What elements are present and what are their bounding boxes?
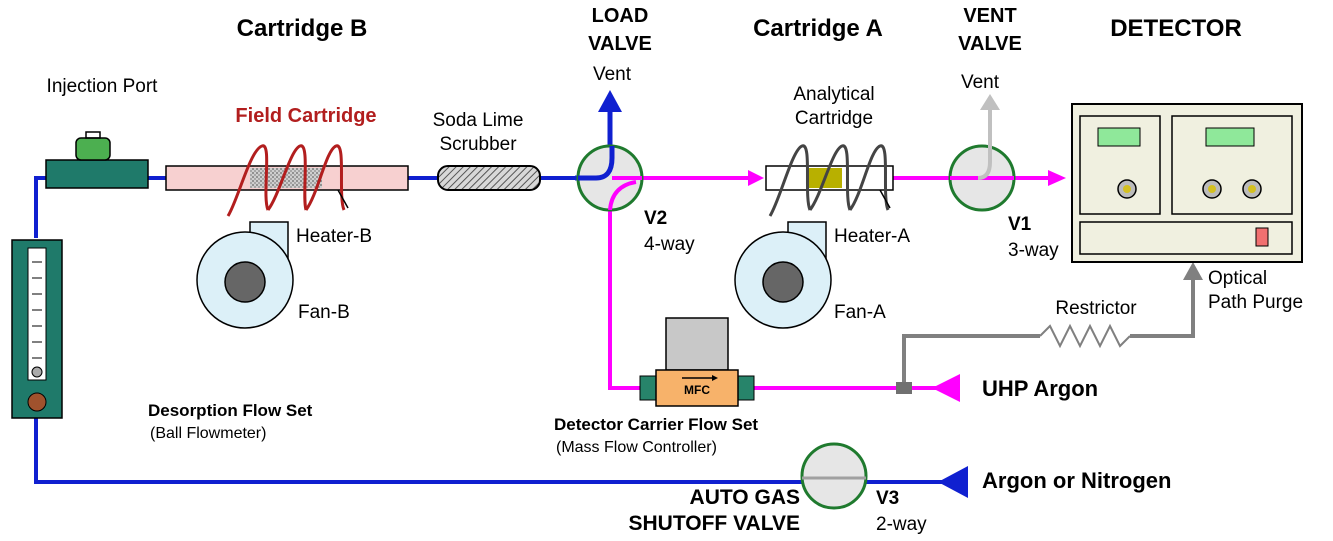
tee-junction <box>896 382 912 394</box>
valve-v3 <box>800 442 868 510</box>
label-auto-gas-1: AUTO GAS <box>690 486 800 509</box>
magenta-arrow-analytical <box>748 170 764 186</box>
label-vent-v1: Vent <box>961 72 1000 93</box>
label-v1: V1 <box>1008 214 1032 235</box>
label-fan-a: Fan-A <box>834 302 886 323</box>
title-load-valve-1: LOAD <box>592 5 649 27</box>
label-heater-a: Heater-A <box>834 226 910 247</box>
heater-a-coil <box>768 144 890 217</box>
label-desorption-2: (Ball Flowmeter) <box>150 425 266 442</box>
vent-v1-arrow <box>980 94 1000 110</box>
argon-nitrogen-arrow <box>938 466 968 498</box>
label-detector-flow-2: (Mass Flow Controller) <box>556 439 717 456</box>
fan-b <box>196 221 294 329</box>
label-optical-1: Optical <box>1208 268 1267 289</box>
injection-port <box>45 131 149 189</box>
magenta-arrow-detector <box>1048 170 1066 186</box>
title-vent-valve-1: VENT <box>963 5 1016 27</box>
label-v3-type: 2-way <box>876 514 927 535</box>
label-argon-nitrogen: Argon or Nitrogen <box>982 468 1171 493</box>
label-v2-type: 4-way <box>644 234 695 255</box>
title-cartridge-b: Cartridge B <box>237 15 368 42</box>
label-soda-lime-1: Soda Lime <box>433 110 524 131</box>
mass-flow-controller <box>639 317 755 407</box>
label-injection-port: Injection Port <box>47 76 159 97</box>
vent-v2-arrow <box>598 90 622 112</box>
optical-purge-arrow <box>1183 262 1203 280</box>
label-v2: V2 <box>644 208 667 229</box>
title-cartridge-a: Cartridge A <box>753 15 883 42</box>
heater-b-coil <box>226 144 346 217</box>
valve-v2 <box>576 144 644 212</box>
label-optical-2: Path Purge <box>1208 292 1303 313</box>
label-desorption-1: Desorption Flow Set <box>148 401 313 420</box>
valve-v1 <box>948 110 1016 212</box>
label-fan-b: Fan-B <box>298 302 350 323</box>
label-vent-v2: Vent <box>593 64 632 85</box>
title-detector: DETECTOR <box>1110 15 1242 42</box>
label-heater-b: Heater-B <box>296 226 372 247</box>
title-load-valve-2: VALVE <box>588 33 652 55</box>
label-field-cartridge: Field Cartridge <box>235 105 376 127</box>
label-detector-flow-1: Detector Carrier Flow Set <box>554 415 758 434</box>
label-analytical-2: Cartridge <box>795 108 873 129</box>
uhp-argon-arrow <box>932 374 960 402</box>
label-v1-type: 3-way <box>1008 240 1059 261</box>
heater-b-leader <box>337 189 349 209</box>
detector <box>1071 103 1303 263</box>
label-restrictor: Restrictor <box>1055 298 1137 319</box>
title-vent-valve-2: VALVE <box>958 33 1022 55</box>
gray-purge-line <box>902 276 1195 388</box>
ball-flowmeter <box>11 239 63 419</box>
label-mfc: MFC <box>684 383 710 397</box>
label-v3: V3 <box>876 488 899 509</box>
label-analytical-1: Analytical <box>793 84 874 105</box>
label-auto-gas-2: SHUTOFF VALVE <box>628 512 800 535</box>
heater-a-leader <box>879 189 891 209</box>
soda-lime-scrubber <box>437 165 541 191</box>
label-uhp-argon: UHP Argon <box>982 376 1098 401</box>
label-soda-lime-2: Scrubber <box>439 134 517 155</box>
fan-a <box>734 221 832 329</box>
